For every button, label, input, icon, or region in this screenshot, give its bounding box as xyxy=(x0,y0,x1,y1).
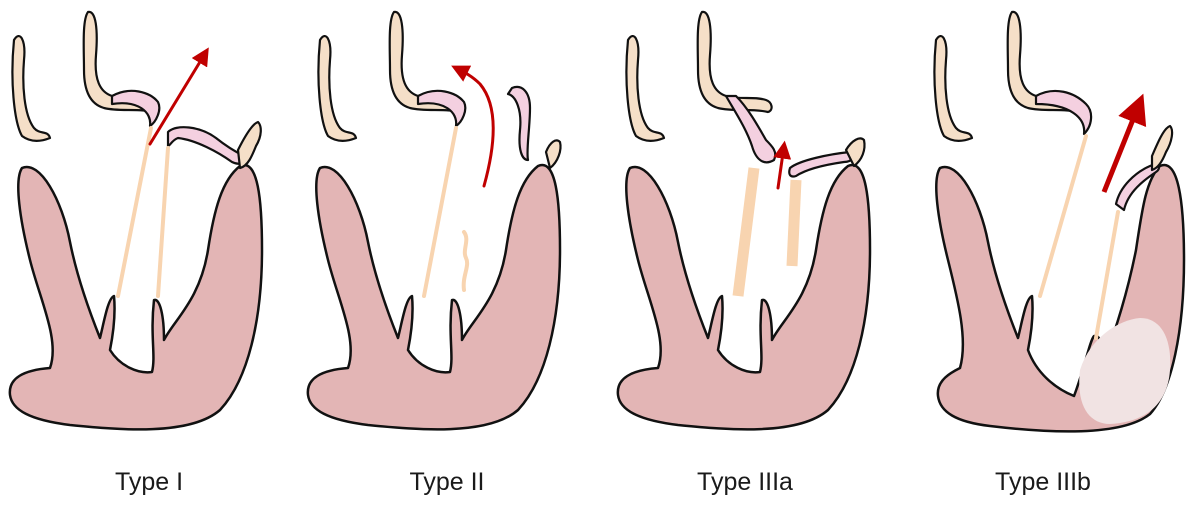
caption-type-iiia: Type IIIa xyxy=(596,468,894,497)
chorda-posterior xyxy=(158,148,168,296)
prolapsing-posterior-leaflet xyxy=(508,87,530,160)
panel-type-ii xyxy=(308,12,561,430)
panel-type-i xyxy=(10,12,262,430)
chorda-anterior xyxy=(118,128,151,296)
posterior-annulus xyxy=(238,122,261,168)
posterior-leaflet xyxy=(168,127,245,163)
mitral-annulus-left xyxy=(12,36,50,141)
posterior-annulus xyxy=(546,140,561,168)
mitral-annulus-left xyxy=(318,36,356,141)
caption-type-iiib: Type IIIb xyxy=(894,468,1192,497)
caption-type-ii: Type II xyxy=(298,468,596,497)
thickened-chorda-posterior xyxy=(792,180,796,266)
posterior-annulus xyxy=(1152,126,1172,170)
restriction-arrow xyxy=(778,146,784,188)
chorda-anterior xyxy=(1040,136,1086,296)
anterior-leaflet xyxy=(1036,91,1091,134)
chorda-posterior xyxy=(1096,212,1118,338)
panel-type-iiib xyxy=(934,12,1184,432)
prolapse-arrow xyxy=(456,68,493,186)
chorda-anterior xyxy=(424,128,456,296)
caption-type-i: Type I xyxy=(0,468,298,497)
panel-type-iiia xyxy=(618,12,870,430)
left-ventricle-wall xyxy=(308,165,560,429)
ruptured-chorda xyxy=(464,232,467,290)
mitral-annulus-left xyxy=(626,36,664,141)
mitral-annulus-left xyxy=(934,36,972,141)
thickened-chorda-anterior xyxy=(738,168,754,296)
infarct-region xyxy=(1079,318,1170,424)
